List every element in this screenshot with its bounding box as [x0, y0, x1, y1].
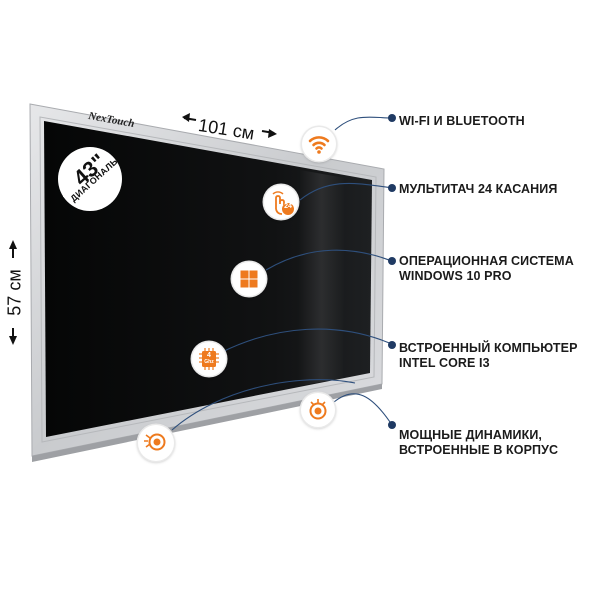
callout-dot-cpu: [388, 341, 396, 349]
cpu-badge: 4 Ghz: [192, 342, 226, 376]
cpu-ghz: Ghz: [204, 359, 214, 365]
feature-line: WINDOWS 10 PRO: [399, 269, 512, 283]
width-arrow: [182, 113, 277, 138]
speaker-icon: [144, 433, 166, 451]
callout-line-speaker-right: [333, 393, 393, 426]
callout-dot-multitouch: [388, 184, 396, 192]
callout-line-windows: [265, 249, 395, 271]
feature-line: WI-FI И BLUETOOTH: [399, 114, 525, 128]
multitouch-icon: [272, 191, 294, 215]
feature-label-computer: ВСТРОЕННЫЙ КОМПЬЮТЕР INTEL CORE I3: [399, 341, 578, 371]
callout-lines: [171, 116, 395, 431]
height-label: 57 см: [4, 269, 25, 316]
diagonal-badge-shape: [58, 147, 122, 211]
wifi-badge: [302, 127, 336, 161]
feature-label-speakers: МОЩНЫЕ ДИНАМИКИ, ВСТРОЕННЫЕ В КОРПУС: [399, 428, 558, 458]
feature-label-wifi: WI-FI И BLUETOOTH: [399, 114, 525, 129]
feature-line: INTEL CORE I3: [399, 356, 490, 370]
callout-dot-wifi: [388, 114, 396, 122]
windows-logo-icon: [240, 270, 258, 288]
callout-line-wifi: [334, 116, 393, 131]
feature-label-os: ОПЕРАЦИОННАЯ СИСТЕМА WINDOWS 10 PRO: [399, 254, 574, 284]
height-arrow: [9, 240, 17, 345]
speaker-badge-left: [138, 425, 174, 461]
callout-line-speaker-left: [171, 379, 356, 431]
wifi-icon: [308, 136, 330, 154]
feature-label-multitouch: МУЛЬТИТАЧ 24 КАСАНИЯ: [399, 182, 557, 197]
cpu-cores: 4: [207, 352, 211, 359]
panel-inner-trim: [39, 116, 377, 443]
callout-line-cpu: [221, 328, 395, 353]
feature-line: МУЛЬТИТАЧ 24 КАСАНИЯ: [399, 182, 558, 196]
feature-line: МОЩНЫЕ ДИНАМИКИ,: [399, 428, 542, 442]
windows-badge: [232, 262, 266, 296]
callout-dot-speakers: [388, 421, 396, 429]
feature-line: ВСТРОЕННЫЙ КОМПЬЮТЕР: [399, 341, 578, 355]
cpu-chip-icon: [199, 348, 219, 370]
feature-line: ВСТРОЕННЫЕ В КОРПУС: [399, 443, 559, 457]
multitouch-badge: 24: [264, 185, 298, 219]
feature-line: ОПЕРАЦИОННАЯ СИСТЕМА: [399, 254, 574, 268]
callout-dot-windows: [388, 257, 396, 265]
screen-reflection: [298, 170, 345, 386]
speaker-badge-right: [301, 393, 335, 427]
speaker-icon: [309, 399, 327, 420]
diagonal-badge: 43" ДИАГОНАЛЬ: [56, 145, 124, 213]
panel-bottom-edge: [32, 384, 382, 462]
callout-line-multitouch: [299, 182, 395, 201]
multitouch-count: 24: [284, 203, 292, 210]
